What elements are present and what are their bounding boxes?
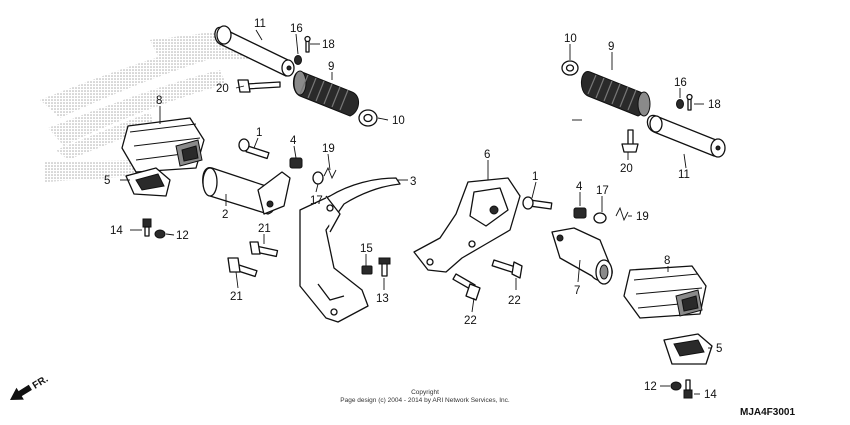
callout-4-right: 4: [576, 181, 583, 193]
callout-19-right: 19: [636, 211, 649, 223]
diagram-code: MJA4F3001: [740, 407, 795, 418]
part-spring-19-left: [323, 166, 337, 180]
part-bolt-21-upper: [249, 241, 279, 258]
callout-20-left: 20: [216, 83, 229, 95]
part-bolt-13: [378, 257, 391, 277]
part-grommet-16-right: [676, 99, 684, 109]
callout-9-left: 9: [328, 61, 334, 73]
direction-label: FR.: [31, 374, 51, 392]
part-washer-17-right: [593, 212, 607, 224]
part-pin-11-left: [214, 25, 295, 77]
callout-6: 6: [484, 149, 490, 161]
callout-1-right: 1: [532, 171, 538, 183]
part-washer-17-left: [312, 171, 324, 185]
front-direction-arrow: FR.: [10, 374, 51, 400]
part-pin-11-right: [646, 114, 726, 158]
callout-19-left: 19: [322, 143, 335, 155]
callout-12-left: 12: [176, 230, 189, 242]
part-screw-12-right: [670, 381, 682, 391]
callout-21-lower: 21: [230, 291, 243, 303]
part-peg-2: [202, 167, 291, 215]
callout-1-left: 1: [256, 127, 262, 139]
callout-8-right: 8: [664, 255, 670, 267]
callout-14-left: 14: [110, 225, 123, 237]
callout-18-right: 18: [708, 99, 721, 111]
part-screw-14-right: [683, 379, 693, 399]
part-grommet-16-left: [294, 55, 302, 65]
part-cotter-pin-18-right: [686, 93, 693, 111]
callout-20-right: 20: [620, 163, 633, 175]
part-bracket-5-right: [663, 333, 713, 365]
part-bolt-22-lower: [452, 273, 481, 301]
callout-4-left: 4: [290, 135, 297, 147]
part-bolt-20-left: [237, 79, 281, 93]
callout-5-right: 5: [716, 343, 722, 355]
callout-11-right: 11: [678, 169, 690, 181]
callout-2: 2: [222, 209, 228, 221]
callout-17-right: 17: [596, 185, 609, 197]
part-bracket-5-left: [125, 167, 171, 197]
callout-15: 15: [360, 243, 373, 255]
part-nut-4-right: [573, 207, 587, 219]
callout-22-lower: 22: [464, 315, 477, 327]
part-peg-rubber-8-right: [623, 265, 707, 319]
part-washer-12-left: [154, 229, 166, 239]
callout-14-right: 14: [704, 389, 717, 401]
part-bolt-1-left: [238, 138, 270, 160]
callout-11-left: 11: [254, 18, 266, 30]
part-spring-19-right: [615, 206, 629, 222]
callout-7: 7: [574, 285, 580, 297]
part-nut-4-left: [289, 157, 303, 169]
part-screw-14-left: [142, 218, 152, 237]
part-bracket-3: [299, 177, 401, 323]
callout-3: 3: [410, 176, 416, 188]
callout-9-right: 9: [608, 41, 614, 53]
callout-13: 13: [376, 293, 389, 305]
part-rubber-9-right: [581, 71, 651, 117]
callout-8-left: 8: [156, 95, 162, 107]
part-bolt-22-upper: [491, 259, 523, 279]
callout-16-right: 16: [674, 77, 687, 89]
part-bracket-6: [413, 177, 521, 273]
callout-5-left: 5: [104, 175, 110, 187]
callout-10-left: 10: [392, 115, 405, 127]
callout-10-right: 10: [564, 33, 577, 45]
callout-18-left: 18: [322, 39, 335, 51]
leader-lines: [120, 29, 712, 395]
copyright-line1: Copyright: [411, 389, 439, 396]
part-bolt-20-right: [621, 129, 639, 153]
part-peg-7: [551, 227, 613, 285]
part-rubber-9-left: [293, 70, 359, 117]
part-bolt-21-lower: [227, 257, 258, 278]
callout-21-upper: 21: [258, 223, 271, 235]
part-washer-10-right: [561, 60, 579, 76]
callout-16-left: 16: [290, 23, 303, 35]
part-bolt-1-right: [522, 196, 553, 210]
copyright-line2: Page design (c) 2004 - 2014 by ARI Netwo…: [340, 397, 510, 404]
part-nut-15: [361, 265, 373, 275]
part-cotter-pin-18-left: [304, 35, 311, 53]
part-peg-rubber-8-left: [121, 117, 205, 173]
callout-12-right: 12: [644, 381, 657, 393]
part-washer-10-left: [358, 109, 378, 127]
callout-22-upper: 22: [508, 295, 521, 307]
callout-17-left: 17: [310, 195, 323, 207]
callout-labels: 11 16 18 9 20 10 8 5 14 12 1 4 19 2 17 3…: [104, 18, 722, 401]
